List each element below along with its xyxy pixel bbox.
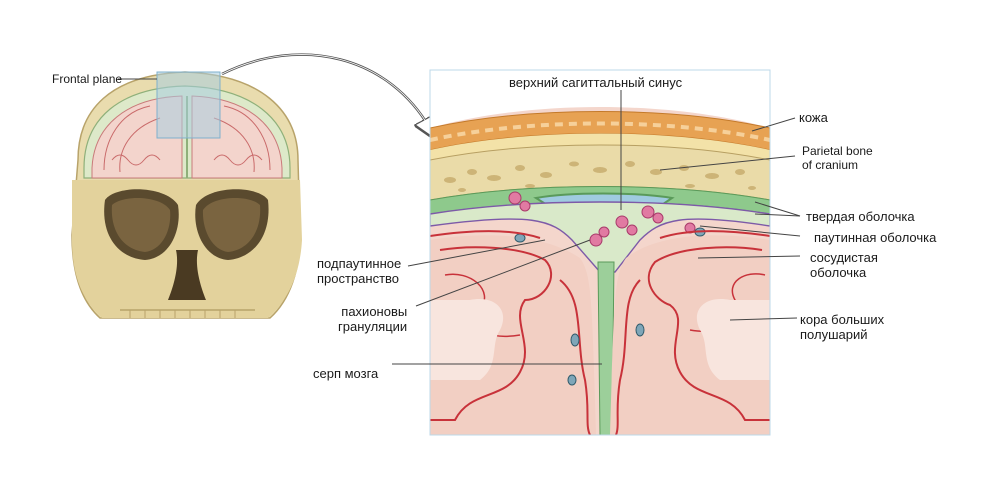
frontal-plane-box [156, 71, 221, 139]
label-pia-mater-line1: сосудистая [810, 250, 878, 265]
leader-lines [392, 90, 801, 365]
label-pia-mater-line2: оболочка [810, 265, 867, 280]
label-pia-mater: сосудистая оболочка [810, 250, 878, 280]
label-superior-sagittal-sinus: верхний сагиттальный синус [509, 75, 683, 90]
label-subarachnoid-line1: подпаутинное [317, 256, 402, 271]
label-parietal-bone-line2: of cranium [802, 158, 859, 172]
label-pacchionian-line2: грануляции [338, 319, 408, 334]
label-parietal-bone-line1: Parietal bone [802, 144, 873, 158]
label-cerebral-cortex: кора больших полушарий [800, 312, 884, 342]
label-cortex-line1: кора больших [800, 312, 885, 327]
label-subarachnoid-space: подпаутинное пространство [317, 256, 401, 286]
label-parietal-bone: Parietal bone of cranium [802, 144, 873, 172]
label-pacchionian-line1: пахионовы [341, 304, 408, 319]
meninges-detail [430, 70, 770, 435]
label-frontal-plane: Frontal plane [52, 72, 123, 86]
label-pacchionian-granulations: пахионовы грануляции [338, 304, 407, 334]
label-skin: кожа [799, 110, 828, 125]
label-subarachnoid-line2: пространство [317, 271, 400, 286]
detail-frame [429, 69, 771, 436]
label-arachnoid-mater: паутинная оболочка [814, 230, 937, 245]
label-cortex-line2: полушарий [800, 327, 868, 342]
label-falx-cerebri: серп мозга [313, 366, 379, 381]
label-dura-mater: твердая оболочка [806, 209, 915, 224]
